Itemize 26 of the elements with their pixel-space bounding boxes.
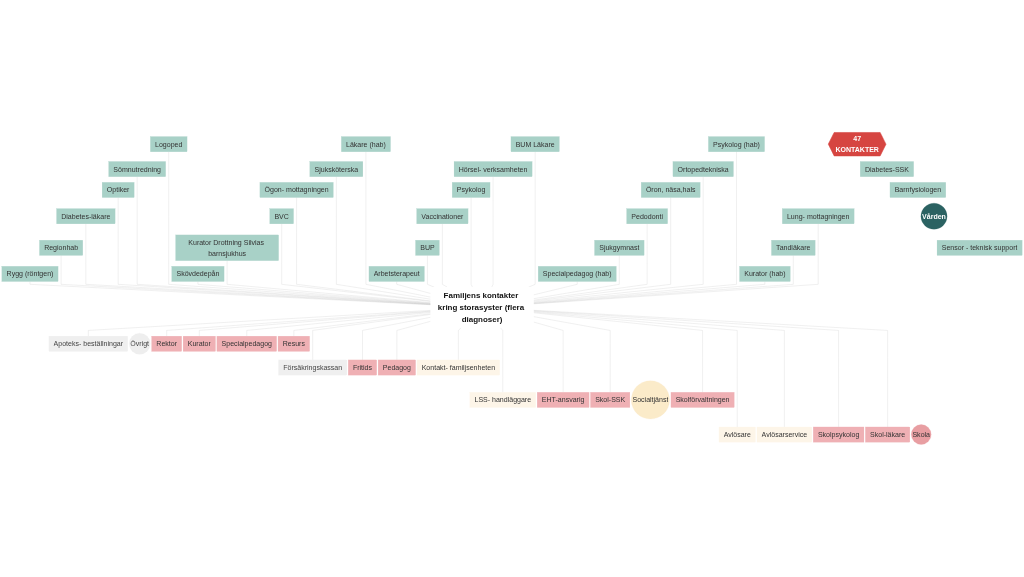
connector bbox=[296, 197, 431, 302]
connector bbox=[85, 223, 431, 305]
connector bbox=[533, 321, 564, 393]
connector bbox=[246, 312, 431, 337]
connector bbox=[396, 281, 431, 294]
connector bbox=[197, 281, 431, 304]
connector bbox=[533, 316, 611, 393]
connector bbox=[533, 312, 703, 393]
connector bbox=[118, 197, 431, 305]
connector bbox=[528, 151, 536, 288]
connector bbox=[362, 317, 431, 361]
connector bbox=[442, 223, 448, 288]
connector bbox=[29, 281, 431, 305]
connector bbox=[88, 310, 431, 337]
connector bbox=[396, 321, 431, 361]
connector bbox=[533, 281, 578, 295]
connector bbox=[293, 313, 431, 337]
connector bbox=[533, 281, 765, 304]
connector bbox=[281, 223, 431, 302]
connector bbox=[61, 255, 431, 305]
connector bbox=[533, 311, 785, 428]
connector bbox=[227, 260, 431, 303]
connector bbox=[427, 255, 435, 288]
connector bbox=[312, 314, 431, 361]
connector bbox=[137, 176, 431, 305]
connector bbox=[336, 176, 431, 300]
